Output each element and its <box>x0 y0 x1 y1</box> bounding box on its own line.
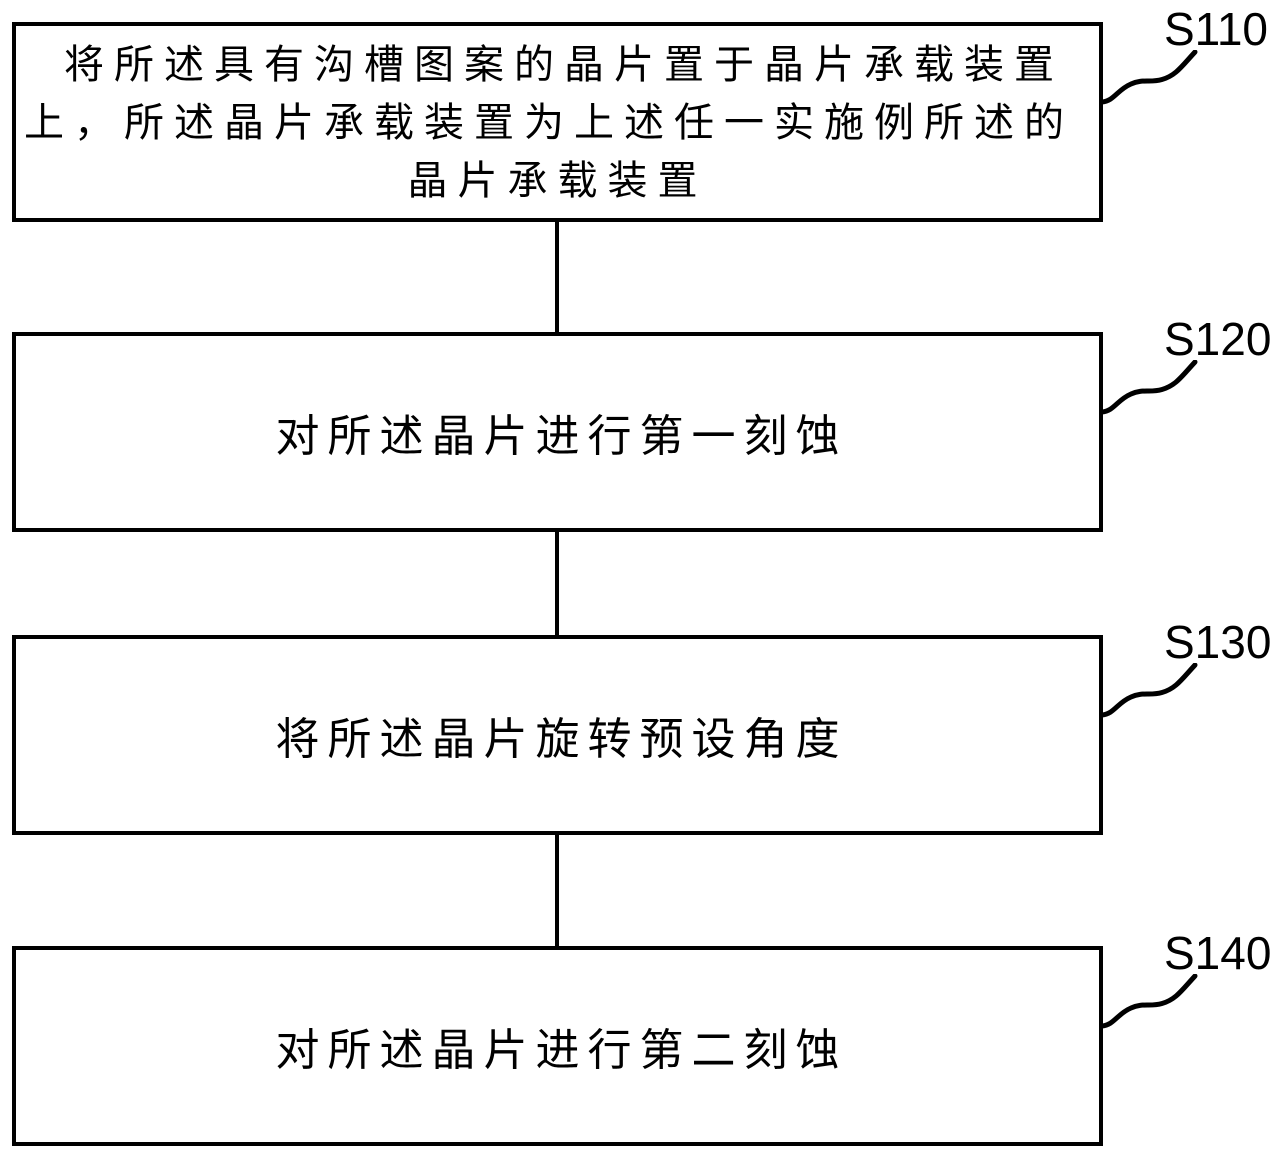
step-text-line: 晶片承载装置 <box>407 158 708 203</box>
process-box-s110: 将所述具有沟槽图案的晶片置于晶片承载装置 上，所述晶片承载装置为上述任一实施例所… <box>12 22 1103 222</box>
process-box-s130: 将所述晶片旋转预设角度 <box>12 635 1103 835</box>
leader-squiggle-s130 <box>1100 663 1198 718</box>
step-text-line: 将所述具有沟槽图案的晶片置于晶片承载装置 <box>64 42 1064 87</box>
flow-connector-line <box>555 530 559 637</box>
leader-squiggle-s120 <box>1100 360 1198 415</box>
step-text-line: 对所述晶片进行第一刻蚀 <box>275 412 848 461</box>
step-text-line: 对所述晶片进行第二刻蚀 <box>275 1026 848 1075</box>
step-text-line: 上，所述晶片承载装置为上述任一实施例所述的 <box>24 100 1074 145</box>
step-label-s140: S140 <box>1164 927 1272 979</box>
process-box-s120: 对所述晶片进行第一刻蚀 <box>12 332 1103 532</box>
leader-squiggle-s110 <box>1100 50 1198 105</box>
process-box-s140: 对所述晶片进行第二刻蚀 <box>12 946 1103 1146</box>
step-label-s110: S110 <box>1164 3 1269 55</box>
flow-connector-line <box>555 220 559 334</box>
step-label-s130: S130 <box>1164 616 1272 668</box>
step-label-s120: S120 <box>1164 313 1272 365</box>
step-text-line: 将所述晶片旋转预设角度 <box>275 715 848 764</box>
leader-squiggle-s140 <box>1100 974 1198 1029</box>
flow-connector-line <box>555 833 559 948</box>
